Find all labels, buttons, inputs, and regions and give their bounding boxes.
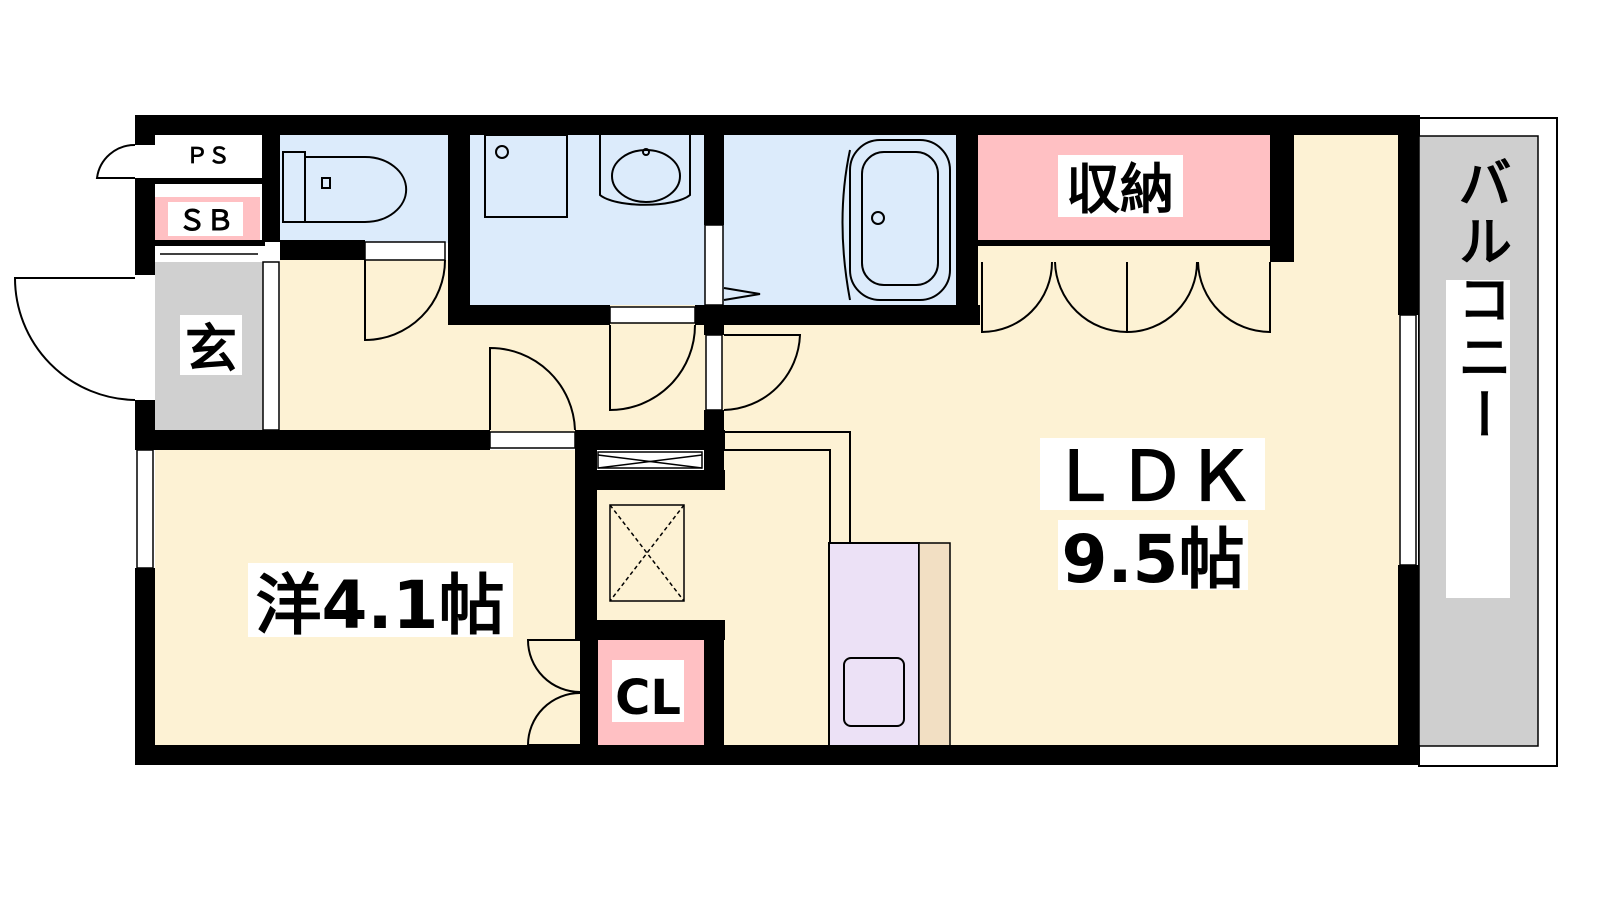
toilet-room [280,135,448,243]
western-room-label: 洋4.1帖 [256,567,505,644]
walls [135,115,1420,765]
storage-label: 収納 [1066,158,1174,221]
kitchen-counter [828,542,920,747]
ldk-label: ＬＤＫ [1050,438,1254,517]
bathroom [723,135,958,305]
ps-box [155,135,262,178]
kitchen-side-counter [918,542,951,747]
thresholds [364,241,723,469]
sink-icon [843,657,905,727]
washbasin-icon [484,134,691,218]
windows [136,224,1417,569]
storage-shelf [978,240,1272,246]
hatch-icon [597,454,703,469]
ps-label: ＰＳ [186,144,230,169]
washroom [470,135,705,305]
fridge-space-icon [609,504,685,602]
kitchen-vent-duct-inner [723,449,831,543]
kitchen-vent-duct [723,431,851,543]
sb-label: ＳＢ [178,204,234,237]
bathtub-icon [841,139,951,301]
doors [13,143,1271,746]
kitchen-corridor-floor [595,488,715,630]
balcony-label: バルコニー [1449,155,1512,445]
toilet-icon [282,151,408,223]
ldk-size-label: 9.5帖 [1062,521,1245,598]
closet-label: CL [615,670,681,726]
entrance-label: 玄 [185,320,237,380]
